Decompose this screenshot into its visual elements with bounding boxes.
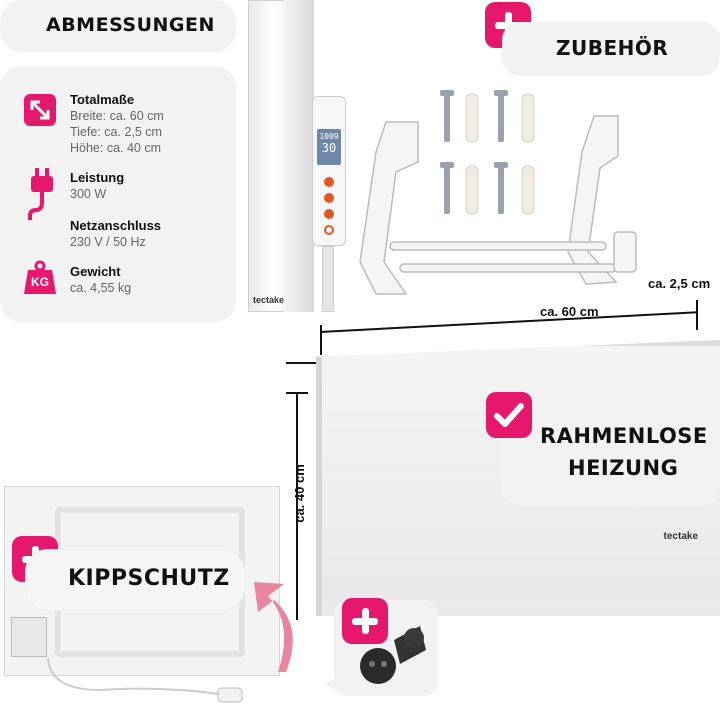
panel-brand-logo: tectake: [663, 531, 698, 542]
display-top: 1009: [319, 132, 339, 141]
tip-guard-heading: KIPPSCHUTZ: [68, 566, 230, 591]
feature-line-1: RAHMENLOSE: [540, 424, 708, 448]
height-label: ca. 40 cm: [291, 464, 307, 523]
width-label: ca. 60 cm: [540, 304, 599, 319]
plug-icon: [28, 168, 56, 220]
width-tick-left: [320, 325, 322, 355]
plug-adapter-icon: [360, 626, 426, 684]
frameless-feature-card: RAHMENLOSE HEIZUNG: [502, 406, 720, 506]
thermostat-button-1[interactable]: [324, 177, 334, 187]
check-icon: [486, 392, 532, 438]
weight-icon: KG: [22, 260, 58, 296]
side-brand-logo: tectake: [253, 295, 285, 305]
weight-title: Gewicht: [70, 264, 121, 279]
weight-icon-text: KG: [31, 275, 49, 289]
connection-spec: Netzanschluss 230 V / 50 Hz: [70, 218, 161, 250]
power-button-icon[interactable]: [324, 225, 334, 235]
weight-value: ca. 4,55 kg: [70, 281, 132, 295]
thermostat-button-2[interactable]: [324, 193, 334, 203]
tip-guard-card: KIPPSCHUTZ: [26, 550, 244, 610]
connection-title: Netzanschluss: [70, 218, 162, 233]
spec-card: Totalmaße Breite: ca. 60 cm Tiefe: ca. 2…: [0, 66, 236, 322]
width-value: Breite: ca. 60 cm: [70, 109, 164, 123]
thermostat-button-3[interactable]: [324, 209, 334, 219]
power-value: 300 W: [70, 187, 107, 201]
dimensions-heading: ABMESSUNGEN: [46, 14, 215, 36]
rotate-arrow-icon: [254, 582, 293, 672]
plus-icon: [342, 598, 388, 644]
depth-label: ca. 2,5 cm: [648, 276, 711, 291]
dimensions-header-card: ABMESSUNGEN: [0, 0, 236, 52]
width-dimension-line: [319, 311, 698, 333]
depth-value: Tiefe: ca. 2,5 cm: [70, 125, 162, 139]
height-value: Höhe: ca. 40 cm: [70, 141, 162, 155]
power-title: Leistung: [70, 170, 125, 185]
thermostat-display: 1009 30: [317, 129, 341, 165]
weight-spec: Gewicht ca. 4,55 kg: [70, 264, 131, 296]
dimensions-title: Totalmaße: [70, 92, 135, 107]
top-edge-line: [286, 362, 322, 364]
dimensions-spec: Totalmaße Breite: ca. 60 cm Tiefe: ca. 2…: [70, 92, 164, 156]
display-main: 30: [321, 141, 337, 155]
accessories-heading: ZUBEHÖR: [556, 36, 669, 60]
accessories-header-card: ZUBEHÖR: [502, 22, 720, 76]
thermostat-unit: 1009 30: [312, 96, 346, 246]
back-connector-box: [11, 617, 47, 657]
resize-arrow-icon: [24, 94, 56, 126]
connection-value: 230 V / 50 Hz: [70, 235, 146, 249]
feature-line-2: HEIZUNG: [568, 456, 679, 480]
power-cable: [322, 246, 334, 312]
power-spec: Leistung 300 W: [70, 170, 124, 202]
width-tick-right: [696, 300, 698, 330]
back-cable: [47, 657, 243, 703]
adapter-pointer: [326, 676, 338, 692]
heater-side-edge: [284, 0, 314, 312]
height-dimension-line: [296, 392, 298, 620]
support-stand: [356, 112, 642, 300]
screws-and-dowels: [436, 88, 548, 224]
height-tick-top: [286, 392, 308, 394]
